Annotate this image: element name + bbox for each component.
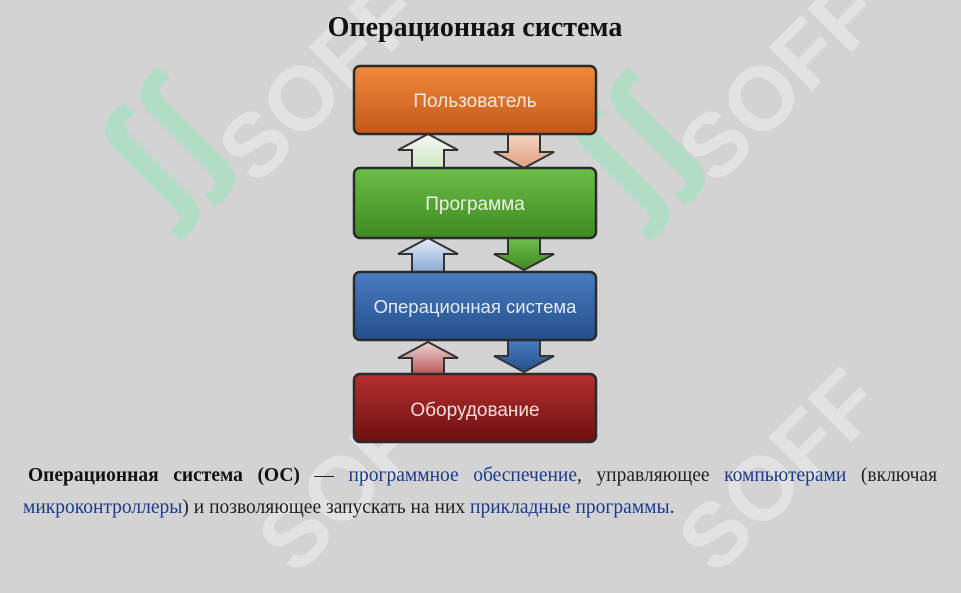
box-os: Операционная система	[352, 270, 598, 342]
box-user-label: Пользователь	[413, 91, 536, 112]
box-hardware: Оборудование	[352, 372, 598, 444]
arrow-up-os-to-program	[397, 236, 459, 273]
arrow-down-program-to-os	[493, 237, 555, 272]
arrow-up-program-to-user	[397, 132, 459, 169]
caption-abbr: (ОС)	[257, 465, 300, 486]
caption-text: (включая	[860, 465, 938, 486]
box-hardware-label: Оборудование	[410, 400, 539, 421]
box-program-label: Программа	[425, 194, 525, 215]
box-program: Программа	[352, 166, 598, 240]
arrow-down-user-to-program	[493, 133, 555, 170]
page-title: Операционная система	[327, 12, 623, 43]
caption-paragraph: Операционная система (ОС) — программное …	[23, 460, 938, 524]
arrow-up-hardware-to-os	[397, 340, 459, 377]
caption-text: .	[669, 497, 675, 518]
caption-term: Операционная система	[28, 465, 243, 486]
box-os-label: Операционная система	[374, 296, 577, 317]
arrow-down-os-to-hardware	[493, 339, 555, 374]
os-layer-diagram: Пользователь Программа Операционная сист…	[352, 64, 598, 444]
caption-dash: —	[314, 465, 334, 486]
link-computers[interactable]: компьютерами	[724, 465, 847, 486]
box-user: Пользователь	[352, 64, 598, 136]
link-microcontrollers[interactable]: микроконтроллеры	[23, 497, 183, 518]
caption-text: , управляющее	[577, 465, 710, 486]
caption-text: ) и позволяющее запускать на них	[182, 497, 466, 518]
link-software[interactable]: программное обеспечение	[348, 465, 577, 486]
link-applications[interactable]: прикладные программы	[470, 497, 670, 518]
